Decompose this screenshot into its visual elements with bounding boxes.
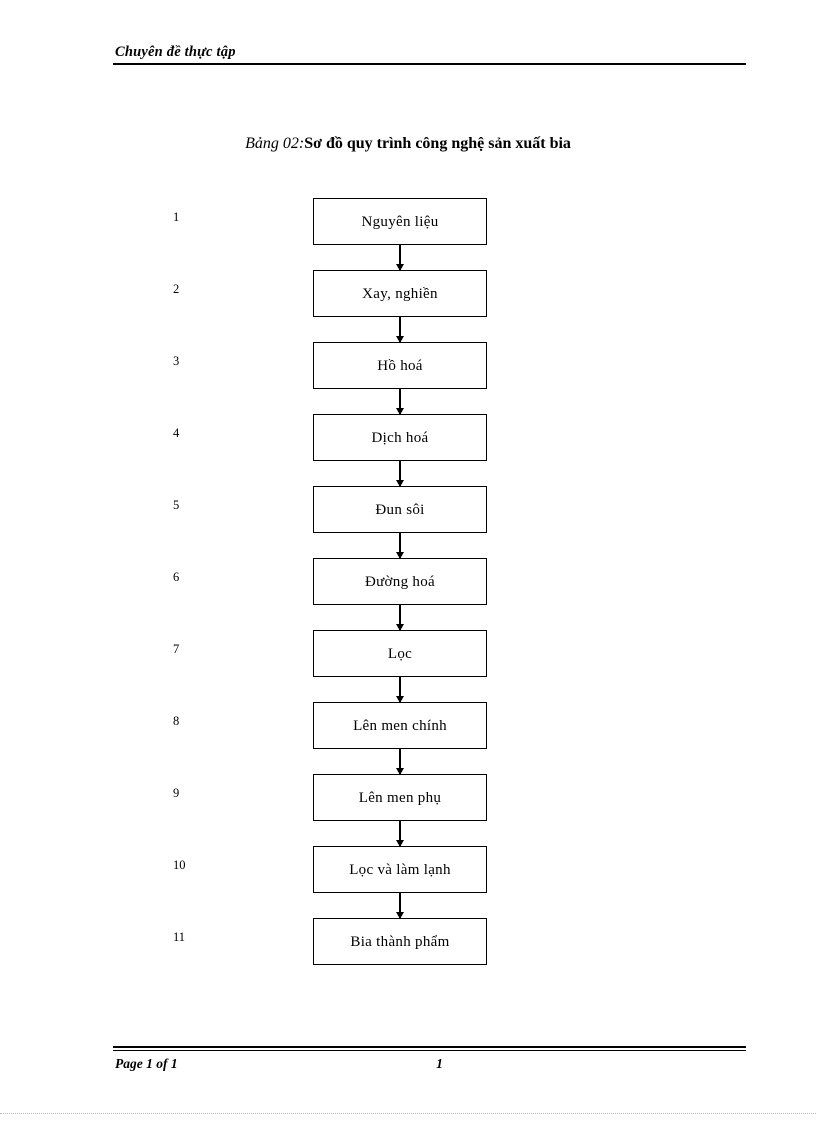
footer-divider-bottom — [113, 1050, 746, 1051]
flow-step-4: 4 Dịch hoá — [0, 414, 816, 487]
step-number: 9 — [173, 786, 180, 800]
step-box: Xay, nghiền — [313, 270, 487, 317]
step-box: Đường hoá — [313, 558, 487, 605]
arrow-down-icon — [395, 893, 404, 919]
title-label-prefix: Bảng 02: — [245, 135, 305, 152]
step-box: Lên men phụ — [313, 774, 487, 821]
arrow-down-icon — [395, 389, 404, 415]
flow-step-6: 6 Đường hoá — [0, 558, 816, 631]
step-number: 4 — [173, 426, 180, 440]
arrow-down-icon — [395, 245, 404, 271]
step-box: Nguyên liệu — [313, 198, 487, 245]
flow-step-9: 9 Lên men phụ — [0, 774, 816, 847]
flow-step-7: 7 Lọc — [0, 630, 816, 703]
page-header: Chuyên đề thực tập — [113, 44, 746, 65]
arrow-down-icon — [395, 461, 404, 487]
page-number: 1 — [436, 1056, 443, 1071]
flow-step-1: 1 Nguyên liệu — [0, 198, 816, 271]
arrow-down-icon — [395, 605, 404, 631]
step-box: Hồ hoá — [313, 342, 487, 389]
flow-step-3: 3 Hồ hoá — [0, 342, 816, 415]
step-label: Bia thành phẩm — [350, 933, 450, 950]
process-flowchart: 1 Nguyên liệu 2 Xay, nghiền 3 Hồ hoá 4 D… — [0, 198, 816, 990]
page-footer: Page 1 of 1 1 — [113, 1046, 746, 1077]
step-number: 11 — [173, 930, 186, 944]
step-label: Hồ hoá — [377, 357, 423, 374]
step-number: 3 — [173, 354, 180, 368]
flow-step-8: 8 Lên men chính — [0, 702, 816, 775]
arrow-down-icon — [395, 533, 404, 559]
arrow-down-icon — [395, 749, 404, 775]
step-box: Bia thành phẩm — [313, 918, 487, 965]
flow-step-5: 5 Đun sôi — [0, 486, 816, 559]
step-number: 10 — [173, 858, 186, 872]
step-label: Lọc — [387, 645, 413, 662]
step-box: Đun sôi — [313, 486, 487, 533]
step-label: Xay, nghiền — [362, 285, 438, 302]
step-label: Lên men phụ — [358, 789, 442, 806]
step-number: 8 — [173, 714, 180, 728]
flow-step-11: 11 Bia thành phẩm — [0, 918, 816, 990]
footer-divider-top — [113, 1046, 746, 1048]
arrow-down-icon — [395, 677, 404, 703]
header-divider — [113, 63, 746, 65]
step-label: Lọc và làm lạnh — [349, 861, 451, 878]
page-title: Bảng 02:Sơ đồ quy trình công nghệ sản xu… — [0, 134, 816, 154]
flow-step-10: 10 Lọc và làm lạnh — [0, 846, 816, 919]
step-label: Dịch hoá — [371, 429, 429, 446]
step-label: Nguyên liệu — [361, 213, 439, 230]
step-box: Lên men chính — [313, 702, 487, 749]
step-box: Lọc và làm lạnh — [313, 846, 487, 893]
step-label: Đun sôi — [375, 501, 425, 518]
step-number: 7 — [173, 642, 180, 656]
title-label-main: Sơ đồ quy trình công nghệ sản xuất bia — [304, 135, 571, 152]
page-count-label: Page 1 of 1 — [115, 1056, 178, 1071]
page-bottom-edge — [0, 1113, 816, 1114]
footer-content: Page 1 of 1 1 — [113, 1055, 746, 1077]
header-title: Chuyên đề thực tập — [115, 44, 236, 60]
step-box: Dịch hoá — [313, 414, 487, 461]
step-number: 2 — [173, 282, 180, 296]
step-number: 5 — [173, 498, 180, 512]
step-label: Lên men chính — [353, 717, 447, 734]
step-number: 6 — [173, 570, 180, 584]
step-number: 1 — [173, 210, 180, 224]
arrow-down-icon — [395, 821, 404, 847]
step-label: Đường hoá — [364, 573, 435, 590]
step-box: Lọc — [313, 630, 487, 677]
arrow-down-icon — [395, 317, 404, 343]
flow-step-2: 2 Xay, nghiền — [0, 270, 816, 343]
